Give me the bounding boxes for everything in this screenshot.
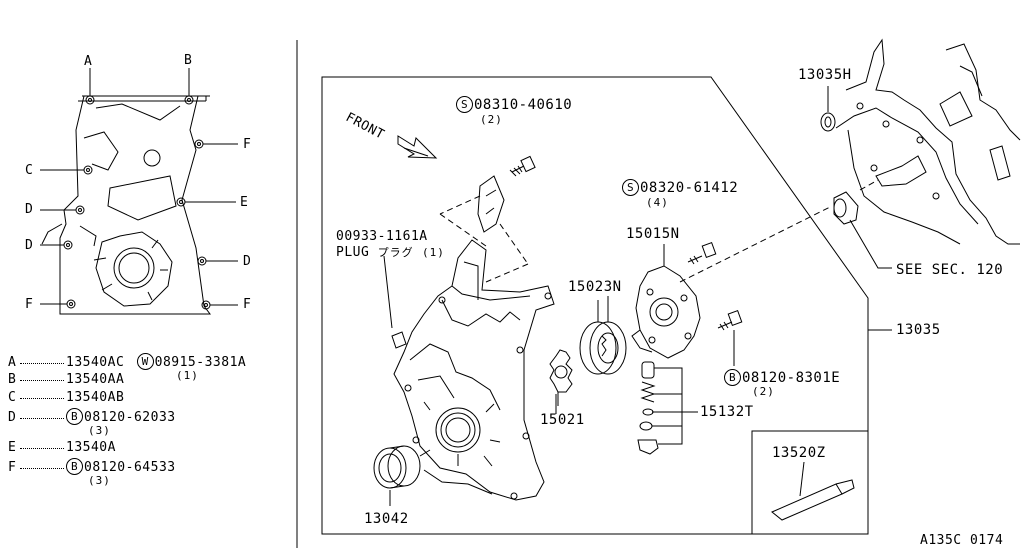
legend-row: B 13540AA bbox=[8, 371, 124, 388]
callout-qty: (4) bbox=[646, 196, 669, 209]
front-arrow-icon bbox=[397, 135, 438, 159]
alignment-dashes bbox=[439, 179, 879, 283]
collar-icon bbox=[833, 191, 892, 269]
legend-qty: (1) bbox=[176, 369, 199, 382]
inset-marker-a: A bbox=[84, 54, 93, 69]
inset-marker-b: B bbox=[184, 53, 193, 68]
plug-name-jp: プラグ bbox=[377, 246, 414, 259]
outer-rotor-icon bbox=[579, 300, 627, 375]
legend-qty: (3) bbox=[88, 424, 111, 437]
legend-part: 08120-62033 bbox=[84, 410, 176, 425]
legend-row: C 13540AB bbox=[8, 389, 124, 406]
legend-extra-part: 08915-3381A bbox=[154, 355, 247, 370]
legend-qty: (3) bbox=[88, 474, 111, 487]
washer-symbol-icon: W bbox=[136, 353, 154, 370]
inner-rotor-icon bbox=[549, 349, 573, 406]
bolt-symbol-icon: B bbox=[724, 369, 741, 386]
callout-part: 08310-40610 bbox=[474, 97, 573, 113]
inset-marker-f: F bbox=[243, 137, 252, 152]
legend-part: 13540AA bbox=[66, 372, 125, 387]
callout-part: 08120-8301E bbox=[742, 370, 841, 386]
screw-symbol-icon: S bbox=[622, 179, 639, 196]
inset-marker-e: E bbox=[240, 195, 249, 210]
oil-seal-icon bbox=[373, 445, 421, 506]
callout-part: 08320-61412 bbox=[640, 180, 739, 196]
legend-row: E 13540A bbox=[8, 439, 116, 456]
legend-key: C bbox=[8, 390, 17, 405]
inset-front-cover-drawing bbox=[40, 68, 238, 315]
sealant-tube-icon bbox=[771, 461, 855, 521]
legend-part: 13540AC bbox=[66, 355, 125, 370]
callout-see-sec-120: SEE SEC. 120 bbox=[896, 262, 1004, 278]
engine-block-drawing bbox=[835, 38, 1021, 245]
sealant-box bbox=[751, 430, 869, 535]
legend-key: F bbox=[8, 460, 17, 475]
legend-key: E bbox=[8, 440, 17, 455]
oil-pump-body-icon bbox=[631, 244, 701, 359]
callout-13035h: 13035H bbox=[798, 67, 852, 83]
gasket-washer-icon bbox=[820, 86, 836, 132]
bracket-icon bbox=[477, 175, 505, 233]
callout-15023n: 15023N bbox=[568, 279, 622, 295]
bolt-08310-icon bbox=[509, 155, 536, 177]
callout-plug-name: PLUG プラグ (1) bbox=[336, 245, 445, 261]
callout-15132t: 15132T bbox=[700, 404, 754, 420]
callout-qty: (1) bbox=[421, 246, 445, 259]
legend-key: B bbox=[8, 372, 17, 387]
callout-13042: 13042 bbox=[364, 511, 409, 527]
plug-icon bbox=[383, 255, 407, 349]
inset-marker-f: F bbox=[25, 297, 34, 312]
legend-part: 13540AB bbox=[66, 390, 125, 405]
pump-bolt-icon bbox=[687, 242, 717, 265]
bolt-symbol-icon: B bbox=[66, 458, 83, 475]
bolt-symbol-icon: B bbox=[66, 408, 83, 425]
screw-symbol-icon: S bbox=[456, 96, 473, 113]
front-cover-drawing bbox=[393, 239, 555, 501]
callout-qty: (2) bbox=[480, 113, 503, 126]
inset-marker-d: D bbox=[243, 254, 252, 269]
main-frame bbox=[321, 76, 869, 535]
legend-key: A bbox=[8, 355, 17, 370]
legend-part: 08120-64533 bbox=[84, 460, 176, 475]
inset-marker-c: C bbox=[25, 163, 34, 178]
legend-part: 13540A bbox=[66, 440, 116, 455]
callout-13035: 13035 bbox=[896, 322, 941, 338]
legend-key: D bbox=[8, 410, 17, 425]
inset-marker-f: F bbox=[243, 297, 252, 312]
relief-valve-icon bbox=[637, 361, 698, 455]
callout-15015n: 15015N bbox=[626, 226, 680, 242]
plug-name: PLUG bbox=[336, 245, 370, 260]
drawing-code: A135C 0174 bbox=[920, 533, 1004, 548]
pump-bolt-b-icon bbox=[717, 310, 743, 366]
inset-marker-d: D bbox=[25, 238, 34, 253]
callout-qty: (2) bbox=[752, 385, 775, 398]
callout-13520z: 13520Z bbox=[772, 445, 826, 461]
callout-plug-part: 00933-1161A bbox=[336, 229, 428, 244]
inset-marker-d: D bbox=[25, 202, 34, 217]
callout-15021: 15021 bbox=[540, 412, 585, 428]
